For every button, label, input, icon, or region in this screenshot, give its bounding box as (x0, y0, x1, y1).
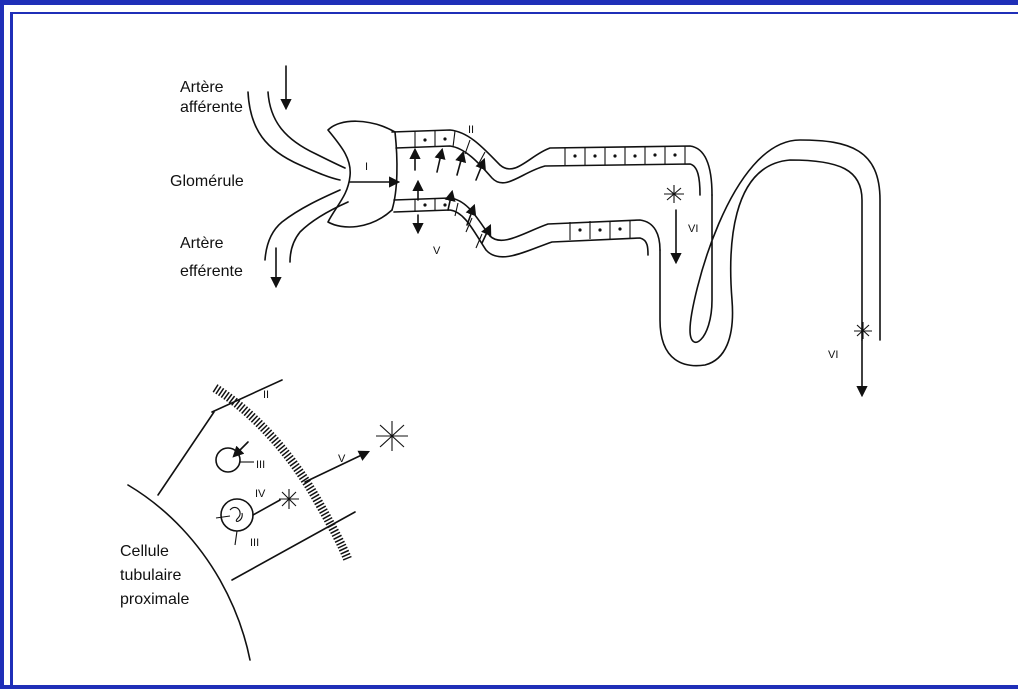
loop-of-henle (660, 140, 880, 395)
label-cellule-2: tubulaire (120, 567, 181, 584)
crystal-marker-collecting (854, 322, 872, 339)
label-roman-vi-a: VI (688, 223, 698, 235)
proximal-tubule (392, 130, 712, 257)
label-artere-efferente-1: Artère (180, 235, 224, 252)
glomerulus-capsule (328, 121, 398, 227)
label-roman-vi-b: VI (828, 349, 838, 361)
label-cell-ii: II (263, 389, 269, 401)
afferent-vessel (248, 66, 345, 180)
label-roman-ii: II (468, 124, 474, 136)
label-cellule-1: Cellule (120, 543, 169, 560)
brush-border (215, 388, 348, 560)
cell-diagram (128, 380, 408, 660)
label-roman-i: I (365, 161, 368, 173)
label-cell-v: V (338, 453, 346, 465)
label-artere-afferente-1: Artère (180, 79, 224, 96)
label-artere-afferente-2: afférente (180, 99, 243, 116)
crystal-marker-tubule (664, 185, 684, 203)
vesicle-upper (216, 448, 240, 472)
label-cell-iii-b: III (250, 537, 259, 549)
label-cell-iv: IV (255, 488, 266, 500)
label-glomerule: Glomérule (170, 173, 244, 190)
label-cellule-3: proximale (120, 591, 189, 608)
label-cell-iii-a: III (256, 459, 265, 471)
efferent-vessel (265, 190, 348, 286)
crystal-in-cell (279, 489, 299, 509)
label-artere-efferente-2: efférente (180, 263, 243, 280)
lysosome (221, 499, 253, 531)
tubule-cell-nuclei (423, 137, 676, 231)
crystal-out (376, 421, 408, 451)
label-roman-v: V (433, 245, 441, 257)
